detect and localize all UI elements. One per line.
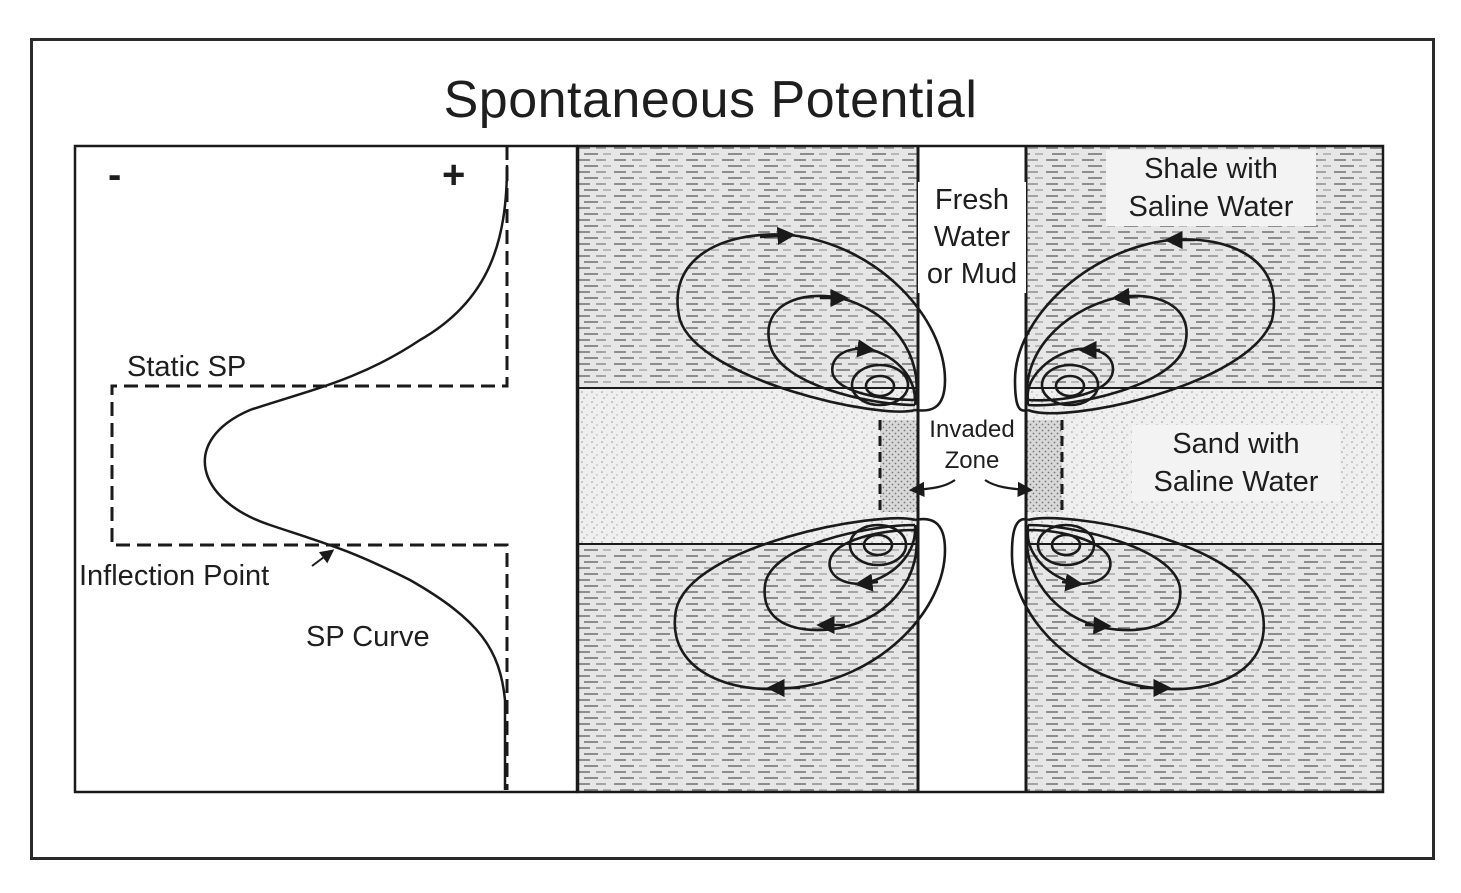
sand-label-line: Sand with	[1172, 428, 1300, 460]
shale-label-line: Saline Water	[1128, 191, 1294, 223]
invaded-zone-right	[1026, 420, 1062, 512]
positive-sign: +	[442, 153, 466, 197]
inflection-pointer	[311, 549, 335, 567]
sand-label: Sand with Saline Water	[1132, 425, 1340, 501]
negative-sign: -	[108, 153, 122, 197]
borehole-label-line: Water	[933, 221, 1011, 253]
invaded-zone-arrow-left	[908, 479, 956, 498]
sand-label-line: Saline Water	[1153, 466, 1319, 498]
static-sp-label: Static SP	[127, 351, 247, 383]
static-sp-dashed-line	[110, 146, 509, 790]
sand-left	[578, 388, 918, 544]
borehole-label: Fresh Water or Mud	[918, 182, 1026, 293]
diagram-title: Spontaneous Potential	[443, 71, 978, 129]
inflection-point-label: Inflection Point	[79, 557, 270, 595]
invaded-zone-label-line: Zone	[944, 447, 1000, 474]
lower-shale-right	[1026, 544, 1383, 792]
current-loops-lower-right	[1010, 516, 1265, 698]
shale-label: Shale with Saline Water	[1106, 150, 1316, 226]
invaded-zone-label: Invaded Zone	[918, 414, 1026, 476]
outer-frame	[30, 38, 1435, 860]
sp-curve	[203, 164, 509, 790]
sp-curve-label: SP Curve	[306, 621, 430, 653]
lower-shale-left	[578, 544, 918, 792]
shale-label-line: Shale with	[1144, 153, 1278, 185]
borehole-label-line: or Mud	[926, 258, 1018, 290]
borehole-label-line: Fresh	[934, 184, 1010, 216]
invaded-zone-left	[880, 420, 918, 512]
sp-log-panel	[73, 144, 579, 794]
current-loops-lower-left	[673, 517, 947, 698]
invaded-zone-arrow-right	[984, 479, 1034, 498]
current-loops-upper-left	[676, 226, 947, 413]
invaded-zone-label-line: Invaded	[929, 416, 1015, 443]
upper-shale-left	[578, 146, 918, 388]
current-loops-upper-right	[1013, 230, 1276, 415]
